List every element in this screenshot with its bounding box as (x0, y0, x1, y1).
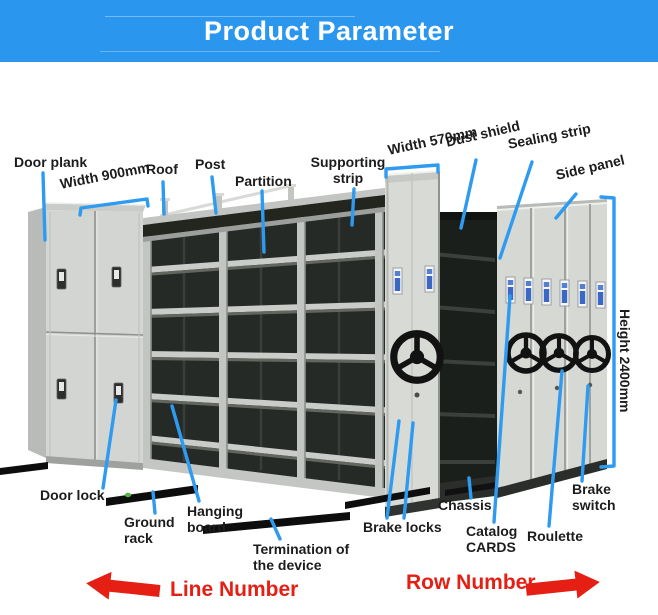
leader-supporting-strip (350, 187, 356, 227)
closed-mobile-units (496, 199, 609, 498)
brake-lock-keyhole (414, 392, 420, 398)
label-chassis: Chassis (438, 497, 492, 513)
leader-brake-locks (385, 419, 401, 520)
door-seam (45, 331, 144, 336)
leader-catalog-cards (492, 294, 512, 524)
line-number-arrow-icon (86, 571, 161, 600)
leader-post (210, 175, 218, 215)
width-900-bracket (78, 197, 150, 217)
door-lock-slot (56, 268, 67, 290)
leader-brake-switch (580, 384, 590, 483)
catalog-card-holder (392, 267, 403, 295)
width-570-bracket (384, 163, 440, 179)
page-title: Product Parameter (203, 16, 455, 46)
leader-chassis (467, 476, 473, 500)
floor-rail (0, 462, 48, 475)
leader-partition (260, 189, 266, 254)
leader-roof (161, 180, 166, 216)
row-number-arrow-icon (525, 570, 600, 599)
label-post: Post (195, 156, 226, 172)
door-lock-slot (111, 266, 122, 288)
rack-posts (143, 189, 384, 492)
label-door-lock: Door lock (40, 487, 105, 503)
label-brake-switch: Brake switch (572, 481, 616, 513)
rail-indicator-dot (124, 492, 132, 498)
title-banner: Product Parameter (0, 0, 658, 62)
cabinet-plinth (46, 456, 143, 470)
floor-rail (345, 487, 430, 509)
label-height-2400mm: Height 2400mm (617, 309, 633, 413)
unit-keyhole (554, 385, 560, 391)
leader-lines (41, 158, 616, 541)
door-plank-cabinet (28, 202, 147, 470)
leader-sealing-strip (498, 160, 534, 260)
label-row-number: Row Number (406, 571, 536, 594)
leader-side-panel (554, 192, 578, 220)
shelf-levels (146, 246, 432, 474)
label-ground-rack: Ground rack (124, 514, 175, 546)
unit-chassis (385, 498, 440, 517)
leader-ground-rack (151, 490, 157, 515)
leader-brake-locks (402, 421, 415, 520)
shelving-drawing (0, 158, 616, 600)
leader-hanging-board (170, 404, 201, 503)
label-partition: Partition (235, 173, 292, 189)
label-termination: Termination of the device (253, 541, 350, 573)
label-brake-locks: Brake locks (363, 519, 442, 535)
leader-door-lock (101, 398, 118, 490)
rack-base (143, 458, 432, 504)
label-roof: Roof (146, 161, 178, 177)
product-illustration: Door plank Width 900mm Roof Post Partiti… (0, 62, 658, 615)
floor-rail (203, 512, 350, 534)
label-catalog-cards: Catalog CARDS (466, 523, 518, 555)
label-supporting-strip: Supporting strip (310, 154, 386, 186)
label-hanging-board: Hanging board (187, 503, 243, 535)
leader-door-plank (41, 171, 47, 242)
door-lock-slot (56, 378, 67, 400)
leader-roulette (547, 369, 564, 528)
leader-termination (269, 517, 282, 541)
unit-keyhole (517, 389, 523, 395)
label-roulette: Roulette (527, 528, 583, 544)
direction-arrows (86, 570, 600, 600)
height-bracket (599, 195, 616, 469)
label-door-plank: Door plank (14, 154, 88, 170)
label-line-number: Line Number (170, 578, 299, 601)
catalog-card-holder (424, 265, 435, 293)
leader-dust-shield (459, 158, 478, 230)
ground-rails (0, 462, 497, 534)
